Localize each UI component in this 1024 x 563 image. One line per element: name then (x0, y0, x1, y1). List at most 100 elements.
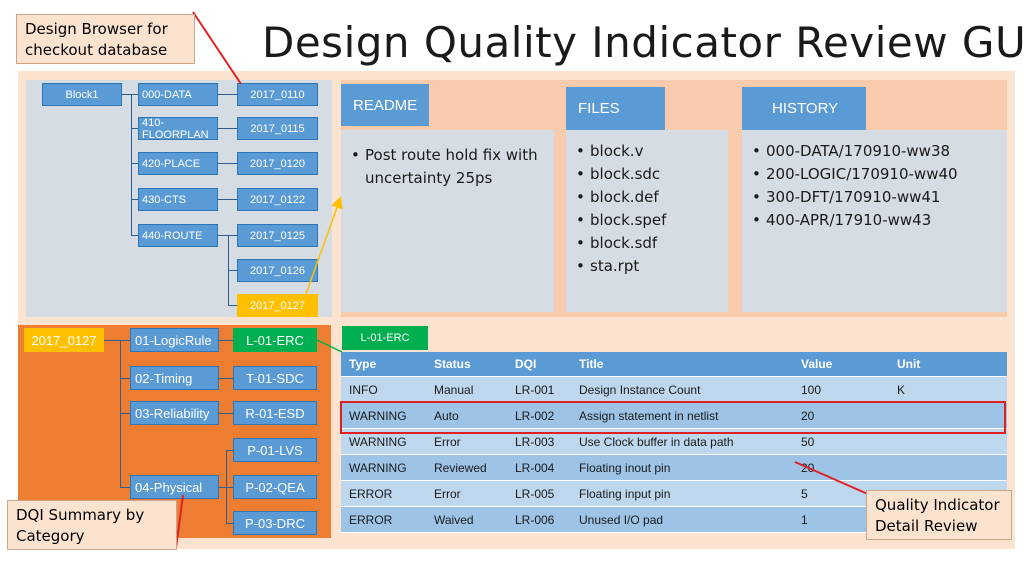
tree-connector (218, 235, 237, 236)
file-item[interactable]: block.def (576, 186, 718, 209)
callout-design-browser: Design Browser for checkout database (16, 14, 195, 64)
cell-status: Manual (434, 382, 474, 397)
tree-node-version[interactable]: 2017_0125 (237, 224, 318, 247)
cell-title: Design Instance Count (579, 382, 701, 397)
cell-title: Floating input pin (579, 486, 671, 501)
cell-type: ERROR (349, 486, 393, 501)
tree-connector (219, 413, 233, 414)
category-root[interactable]: 2017_0127 (24, 328, 104, 352)
table-row[interactable]: WARNING Reviewed LR-004 Floating inout p… (341, 455, 1007, 481)
check-item[interactable]: P-02-QEA (233, 475, 317, 499)
callout-quality-indicator: Quality Indicator Detail Review (866, 490, 1012, 540)
cell-title: Unused I/O pad (579, 512, 664, 527)
file-item[interactable]: sta.rpt (576, 255, 718, 278)
cell-unit: K (897, 382, 906, 397)
tree-connector (131, 163, 139, 164)
column-header[interactable]: Type (349, 357, 377, 371)
active-check-tag: L-01-ERC (342, 326, 428, 350)
check-item[interactable]: P-01-LVS (233, 438, 317, 462)
history-header[interactable]: HISTORY (742, 87, 866, 130)
tree-connector (122, 94, 138, 95)
files-panel: block.v block.sdc block.def block.spef b… (566, 130, 728, 312)
cell-value: 20 (801, 408, 815, 423)
column-header[interactable]: Unit (897, 357, 921, 371)
cell-title: Assign statement in netlist (579, 408, 719, 423)
column-header[interactable]: Title (579, 357, 604, 371)
category-group[interactable]: 02-Timing (130, 366, 219, 390)
check-to-table-line (316, 339, 343, 353)
cell-type: WARNING (349, 434, 407, 449)
highlight-box (340, 401, 1006, 434)
tree-node-version[interactable]: 2017_0110 (237, 83, 318, 106)
file-item[interactable]: block.sdc (576, 163, 718, 186)
cell-status: Waived (434, 512, 474, 527)
tree-connector (131, 94, 132, 235)
column-header[interactable]: Value (801, 357, 833, 371)
cell-dqi: LR-004 (515, 460, 555, 475)
cell-status: Error (434, 434, 461, 449)
cell-value: 100 (801, 382, 822, 397)
tree-connector (219, 340, 233, 341)
tree-connector (120, 413, 130, 414)
tree-connector (226, 450, 227, 523)
tree-node-stage[interactable]: 430-CTS (138, 188, 218, 211)
cell-status: Auto (434, 408, 459, 423)
table-header-row: Type Status DQI Title Value Unit (341, 352, 1007, 377)
file-item[interactable]: block.sdf (576, 232, 718, 255)
column-header[interactable]: DQI (515, 357, 537, 371)
cell-title: Use Clock buffer in data path (579, 434, 734, 449)
cell-dqi: LR-003 (515, 434, 555, 449)
history-item[interactable]: 300-DFT/170910-ww41 (752, 186, 997, 209)
tree-node-version[interactable]: 2017_0115 (237, 117, 318, 140)
check-selected[interactable]: L-01-ERC (233, 328, 317, 352)
readme-item: Post route hold fix with uncertainty 25p… (351, 144, 544, 190)
tree-connector (131, 128, 139, 129)
dqi-detail-table: Type Status DQI Title Value Unit INFO Ma… (341, 352, 1007, 533)
tree-node-stage[interactable]: 410-FLOORPLAN (138, 117, 218, 141)
tree-connector (218, 128, 237, 129)
cell-type: INFO (349, 382, 378, 397)
column-header[interactable]: Status (434, 357, 471, 371)
check-item[interactable]: R-01-ESD (233, 401, 317, 425)
callout-dqi-summary: DQI Summary by Category (7, 500, 177, 550)
file-item[interactable]: block.spef (576, 209, 718, 232)
tree-node-version[interactable]: 2017_0120 (237, 152, 318, 175)
tree-connector (228, 305, 237, 306)
cell-title: Floating inout pin (579, 460, 671, 475)
cell-status: Error (434, 486, 461, 501)
readme-header[interactable]: README (341, 84, 429, 126)
table-row[interactable]: WARNING Auto LR-002 Assign statement in … (341, 403, 1007, 429)
tree-node-version[interactable]: 2017_0126 (237, 259, 318, 282)
check-item[interactable]: P-03-DRC (233, 511, 317, 535)
cell-type: ERROR (349, 512, 393, 527)
file-item[interactable]: block.v (576, 140, 718, 163)
tree-node-stage[interactable]: 000-DATA (138, 83, 218, 106)
tree-connector (104, 340, 130, 341)
tree-connector (218, 94, 237, 95)
files-header[interactable]: FILES (566, 87, 665, 130)
category-group[interactable]: 04-Physical (130, 475, 219, 499)
callout-line-quality (794, 461, 871, 496)
cell-type: WARNING (349, 408, 407, 423)
category-group[interactable]: 03-Reliability (130, 401, 219, 425)
tree-connector (228, 270, 237, 271)
cell-value: 50 (801, 434, 815, 449)
tree-connector (131, 235, 139, 236)
history-item[interactable]: 000-DATA/170910-ww38 (752, 140, 997, 163)
check-item[interactable]: T-01-SDC (233, 366, 317, 390)
tree-connector (218, 163, 237, 164)
tree-node-stage[interactable]: 440-ROUTE (138, 224, 218, 247)
tree-node-version-selected[interactable]: 2017_0127 (237, 294, 318, 317)
callout-line-summary (175, 494, 184, 549)
history-item[interactable]: 400-APR/17910-ww43 (752, 209, 997, 232)
page-title: Design Quality Indicator Review GUI (262, 18, 1024, 67)
tree-connector (120, 487, 130, 488)
callout-line-browser (192, 11, 242, 85)
tree-node-block1[interactable]: Block1 (42, 83, 122, 106)
category-group[interactable]: 01-LogicRule (130, 328, 219, 352)
tree-node-stage[interactable]: 420-PLACE (138, 152, 218, 175)
cell-dqi: LR-005 (515, 486, 555, 501)
history-item[interactable]: 200-LOGIC/170910-ww40 (752, 163, 997, 186)
tree-node-version[interactable]: 2017_0122 (237, 188, 318, 211)
